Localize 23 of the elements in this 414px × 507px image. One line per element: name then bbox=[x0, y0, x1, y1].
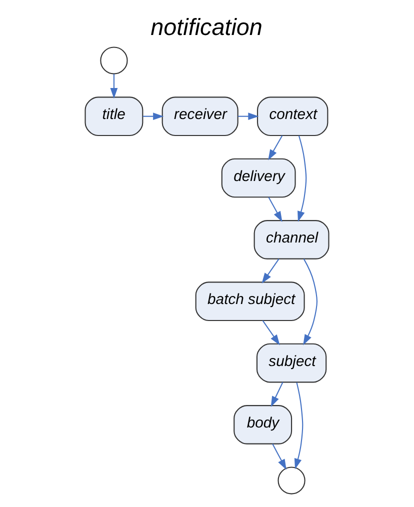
arrow bbox=[272, 444, 286, 470]
arrow bbox=[268, 135, 283, 160]
node-box: channel bbox=[254, 220, 330, 260]
node-circle bbox=[100, 46, 128, 74]
node-box: receiver bbox=[162, 96, 238, 136]
arrow bbox=[110, 74, 118, 99]
node-circle bbox=[278, 466, 306, 494]
arrow bbox=[294, 382, 304, 470]
arrow bbox=[298, 136, 307, 222]
arrow bbox=[270, 382, 284, 407]
arrow bbox=[268, 197, 282, 222]
node-box: body bbox=[234, 405, 292, 444]
node-box: batch subject bbox=[195, 282, 305, 322]
arrow bbox=[262, 320, 280, 346]
arrow bbox=[238, 112, 259, 120]
node-box: subject bbox=[256, 343, 327, 383]
node-box: title bbox=[84, 96, 144, 136]
arrow bbox=[262, 258, 280, 284]
arrow bbox=[303, 258, 318, 346]
node-box: delivery bbox=[221, 158, 296, 198]
arrow bbox=[142, 112, 164, 120]
node-box: context bbox=[256, 96, 328, 136]
diagram-title: notification bbox=[150, 14, 262, 40]
